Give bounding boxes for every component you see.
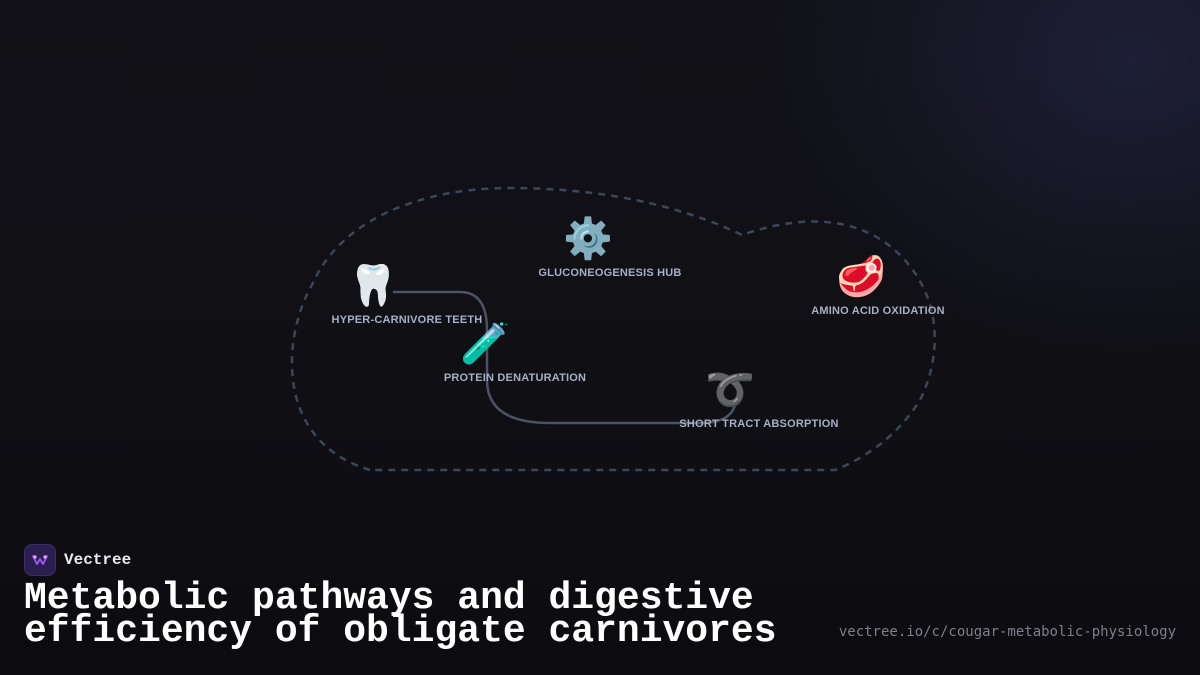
gear-icon: ⚙️ — [563, 216, 613, 262]
node-label: PROTEIN DENATURATION — [443, 372, 587, 384]
title-line-2: efficiency of obligate carnivores — [24, 610, 777, 653]
vectree-logo-icon — [24, 544, 56, 576]
brand[interactable]: Vectree — [24, 544, 131, 576]
tooth-icon: 🦷 — [348, 263, 398, 309]
loop-icon: ➰ — [705, 367, 755, 413]
title-line-1: Metabolic pathways and digestive — [24, 577, 754, 620]
node-tract[interactable]: ➰ SHORT TRACT ABSORPTION — [621, 366, 838, 430]
test-tube-icon: 🧪 — [460, 321, 510, 367]
node-label: HYPER-CARNIVORE TEETH — [331, 314, 483, 326]
page-title: Metabolic pathways and digestive efficie… — [24, 577, 804, 653]
node-gluconeogenesis[interactable]: ⚙️ GLUCONEOGENESIS HUB — [494, 215, 681, 279]
source-url[interactable]: vectree.io/c/cougar-metabolic-physiology — [838, 624, 1176, 640]
node-label: AMINO ACID OXIDATION — [811, 305, 945, 317]
node-label: GLUCONEOGENESIS HUB — [538, 267, 682, 279]
node-label: SHORT TRACT ABSORPTION — [679, 418, 839, 430]
node-amino[interactable]: 🥩 AMINO ACID OXIDATION — [777, 253, 945, 317]
meat-icon: 🥩 — [836, 254, 886, 300]
node-protein[interactable]: 🧪 PROTEIN DENATURATION — [384, 320, 586, 384]
logo-mark — [32, 555, 48, 565]
node-teeth[interactable]: 🦷 HYPER-CARNIVORE TEETH — [264, 262, 483, 326]
brand-name: Vectree — [64, 551, 132, 569]
group-boundary — [290, 186, 936, 472]
edge-teeth-to-tract — [393, 290, 737, 425]
